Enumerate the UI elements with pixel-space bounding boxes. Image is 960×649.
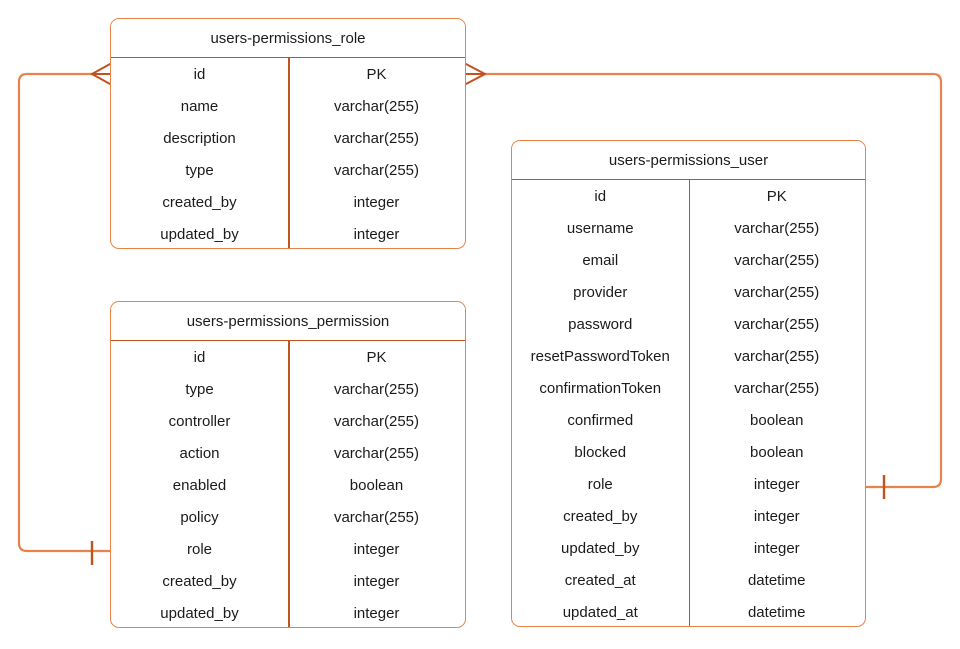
- field-name: resetPasswordToken: [530, 347, 670, 365]
- field-name: updated_at: [562, 603, 638, 621]
- field-name: role: [587, 475, 613, 493]
- field-row[interactable]: enabled boolean: [111, 469, 465, 501]
- field-row[interactable]: updated_by integer: [512, 532, 865, 564]
- field-name: password: [568, 315, 633, 333]
- crowfoot-many-role-right: [465, 63, 486, 85]
- field-name: created_by: [162, 572, 237, 590]
- field-row[interactable]: type varchar(255): [111, 373, 465, 405]
- field-row[interactable]: policy varchar(255): [111, 501, 465, 533]
- field-row[interactable]: controller varchar(255): [111, 405, 465, 437]
- field-row[interactable]: created_at datetime: [512, 564, 865, 596]
- field-type: PK: [366, 65, 387, 83]
- field-type: varchar(255): [333, 508, 420, 526]
- field-name: description: [163, 129, 236, 147]
- field-name: confirmed: [567, 411, 634, 429]
- field-type: varchar(255): [734, 219, 820, 237]
- field-type: integer: [353, 604, 400, 622]
- field-row[interactable]: id PK: [111, 58, 465, 90]
- field-row[interactable]: id PK: [111, 341, 465, 373]
- field-row[interactable]: created_by integer: [111, 186, 465, 218]
- field-name: id: [193, 65, 206, 83]
- field-row[interactable]: action varchar(255): [111, 437, 465, 469]
- field-row[interactable]: type varchar(255): [111, 154, 465, 186]
- field-name: controller: [168, 412, 231, 430]
- field-type: datetime: [747, 603, 806, 621]
- field-name: policy: [180, 508, 219, 526]
- field-name: updated_by: [561, 539, 640, 557]
- entity-title-user: users-permissions_user: [512, 141, 865, 180]
- field-type: varchar(255): [333, 97, 420, 115]
- field-row[interactable]: blocked boolean: [512, 436, 865, 468]
- field-type: integer: [753, 539, 800, 557]
- field-name: created_by: [162, 193, 237, 211]
- field-name: id: [193, 348, 206, 366]
- field-type: varchar(255): [333, 444, 420, 462]
- field-row[interactable]: name varchar(255): [111, 90, 465, 122]
- field-type: varchar(255): [734, 347, 820, 365]
- field-type: integer: [353, 540, 400, 558]
- field-type: datetime: [747, 571, 806, 589]
- field-row[interactable]: provider varchar(255): [512, 276, 865, 308]
- field-name: updated_by: [160, 604, 239, 622]
- field-row[interactable]: updated_at datetime: [512, 596, 865, 626]
- field-row[interactable]: confirmed boolean: [512, 404, 865, 436]
- connector-role-permission: [17, 72, 110, 553]
- entity-fields-permission: id PK type varchar(255) controller varchar(25…: [111, 341, 465, 627]
- field-type: varchar(255): [734, 379, 820, 397]
- crowfoot-many-role-left: [91, 63, 111, 85]
- field-type: integer: [353, 225, 400, 243]
- field-row[interactable]: username varchar(255): [512, 212, 865, 244]
- field-name: id: [594, 187, 607, 205]
- field-name: updated_by: [160, 225, 239, 243]
- field-name: role: [186, 540, 212, 558]
- field-row[interactable]: updated_by integer: [111, 218, 465, 248]
- field-row[interactable]: confirmationToken varchar(255): [512, 372, 865, 404]
- field-row[interactable]: id PK: [512, 180, 865, 212]
- field-name: type: [185, 161, 214, 179]
- field-type: boolean: [349, 476, 404, 494]
- field-type: boolean: [750, 443, 804, 461]
- field-type: integer: [353, 193, 400, 211]
- field-row[interactable]: description varchar(255): [111, 122, 465, 154]
- field-row[interactable]: password varchar(255): [512, 308, 865, 340]
- field-name: confirmationToken: [539, 379, 662, 397]
- field-type: integer: [753, 475, 800, 493]
- field-name: created_at: [564, 571, 636, 589]
- field-type: varchar(255): [333, 412, 420, 430]
- field-row[interactable]: role integer: [512, 468, 865, 500]
- field-row[interactable]: resetPasswordToken varchar(255): [512, 340, 865, 372]
- field-name: blocked: [574, 443, 627, 461]
- field-type: varchar(255): [734, 283, 820, 301]
- field-type: varchar(255): [333, 380, 420, 398]
- field-type: PK: [366, 348, 387, 366]
- field-row[interactable]: updated_by integer: [111, 597, 465, 627]
- field-name: email: [582, 251, 619, 269]
- field-name: type: [185, 380, 214, 398]
- field-type: integer: [753, 507, 800, 525]
- field-type: varchar(255): [333, 129, 420, 147]
- field-row[interactable]: created_by integer: [111, 565, 465, 597]
- entity-fields-user: id PK username varchar(255) email varchar(255…: [512, 180, 865, 626]
- field-type: PK: [766, 187, 787, 205]
- entity-title-role: users-permissions_role: [111, 19, 465, 58]
- field-row[interactable]: created_by integer: [512, 500, 865, 532]
- field-type: varchar(255): [333, 161, 420, 179]
- field-row[interactable]: role integer: [111, 533, 465, 565]
- field-name: name: [180, 97, 219, 115]
- field-row[interactable]: email varchar(255): [512, 244, 865, 276]
- field-type: boolean: [750, 411, 804, 429]
- field-type: varchar(255): [734, 251, 820, 269]
- field-name: provider: [573, 283, 628, 301]
- field-type: integer: [353, 572, 400, 590]
- field-name: action: [179, 444, 220, 462]
- field-name: enabled: [172, 476, 227, 494]
- field-type: varchar(255): [734, 315, 820, 333]
- entity-title-permission: users-permissions_permission: [111, 302, 465, 341]
- field-name: username: [566, 219, 634, 237]
- entity-fields-role: id PK name varchar(255) description varchar(2…: [111, 58, 465, 248]
- field-name: created_by: [563, 507, 638, 525]
